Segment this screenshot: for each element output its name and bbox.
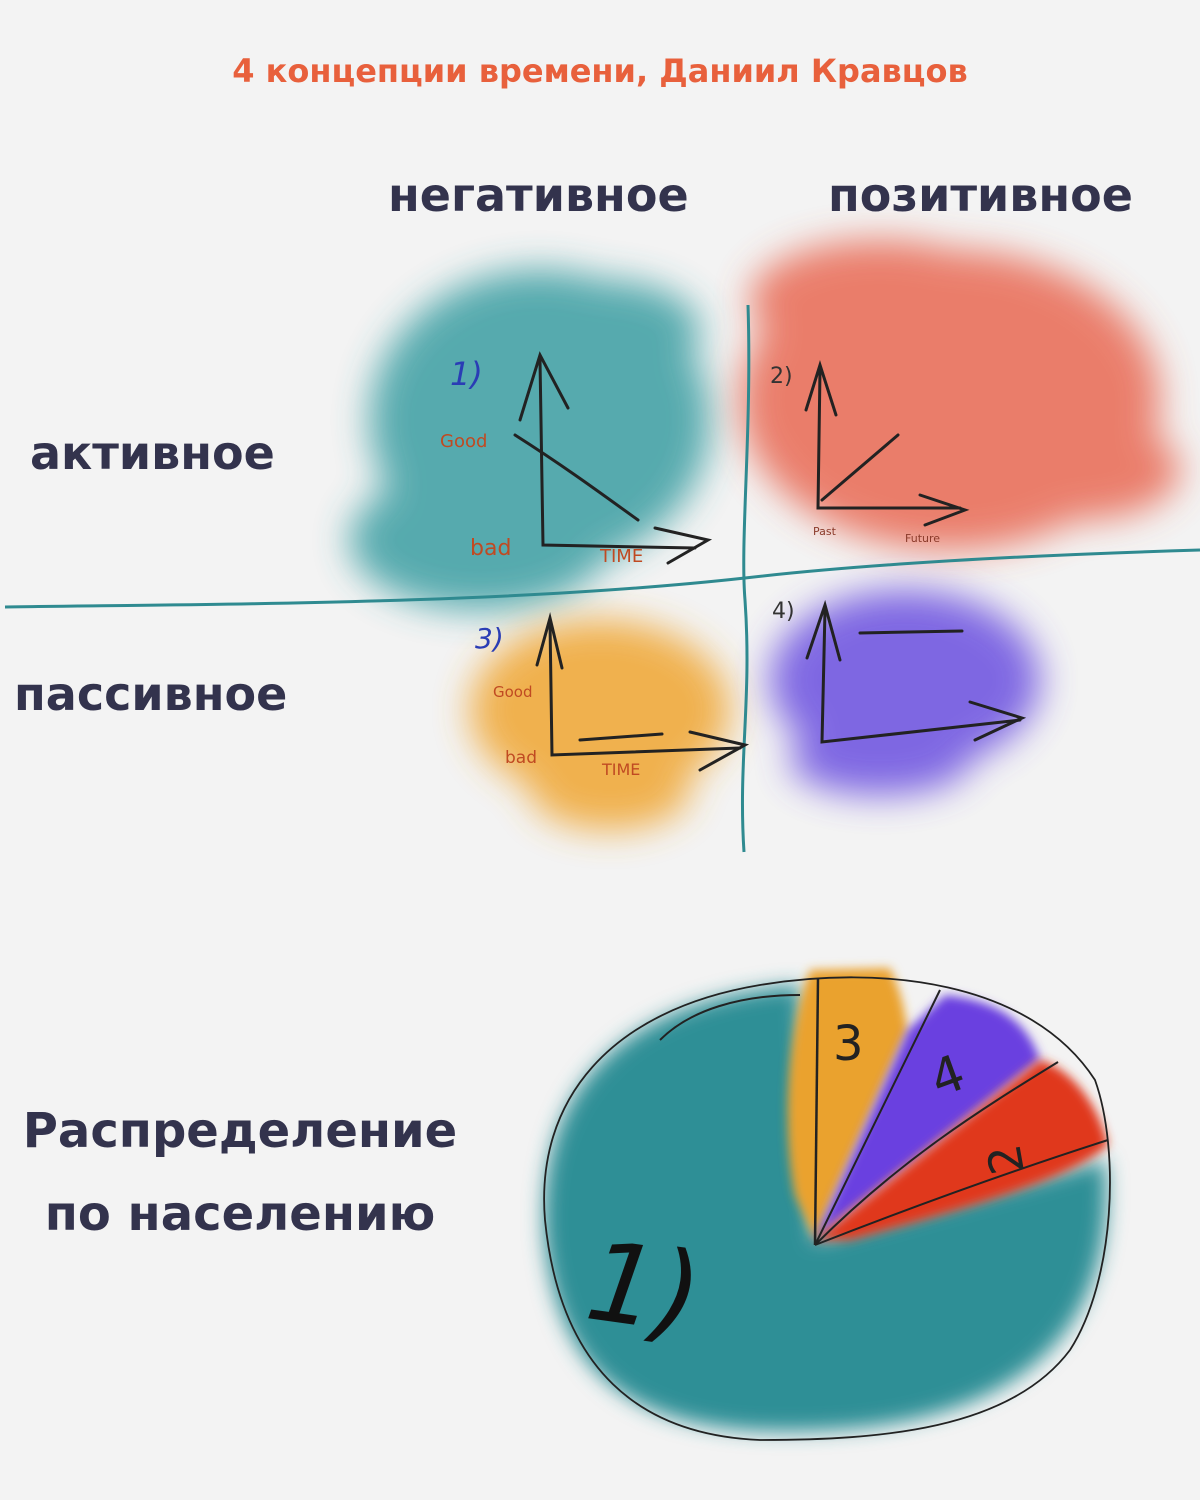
graph-1-time-label: TIME [599, 546, 643, 567]
quadrant-4-blob [770, 590, 1040, 795]
row-label-passive: пассивное [14, 667, 288, 721]
quadrant-1-blob [350, 270, 710, 610]
vertical-divider [740, 304, 751, 853]
pie-segment-1 [544, 985, 1107, 1432]
pie-label-1: 1) [579, 1216, 709, 1358]
page-title: 4 концепции времени, Даниил Кравцов [232, 52, 968, 90]
graph-1-good-label: Good [440, 431, 487, 452]
row-label-active: активное [30, 426, 275, 480]
horizontal-divider [4, 548, 1200, 609]
pie-label-3: 3 [833, 1016, 864, 1072]
graph-3-good-label: Good [493, 683, 533, 701]
graph-2-future-label: Future [905, 532, 940, 545]
distribution-label-line1: Распределение [22, 1103, 458, 1159]
graph-1 [513, 351, 713, 565]
quadrant-2-blob [740, 240, 1180, 550]
pie-segment-4 [815, 995, 1040, 1240]
graph-3-time-label: TIME [601, 760, 640, 779]
graph-3-number: 3) [475, 622, 504, 655]
graph-1-bad-label: bad [470, 536, 511, 561]
pie-chart [543, 968, 1111, 1441]
pie-segment-2 [815, 1060, 1108, 1240]
graph-3-bad-label: bad [505, 748, 537, 768]
graph-3 [535, 612, 750, 772]
graph-4-number: 4) [772, 599, 795, 624]
graph-2-past-label: Past [813, 525, 837, 538]
graph-4 [805, 599, 1027, 744]
distribution-label-line2: по населению [44, 1186, 436, 1242]
quadrant-3-blob [470, 620, 730, 830]
graph-2-number: 2) [770, 364, 793, 389]
graph-2 [804, 360, 970, 527]
graph-1-number: 1) [450, 355, 483, 393]
pie-outline [543, 976, 1111, 1441]
column-label-negative: негативное [388, 168, 689, 222]
column-label-positive: позитивное [828, 168, 1133, 222]
